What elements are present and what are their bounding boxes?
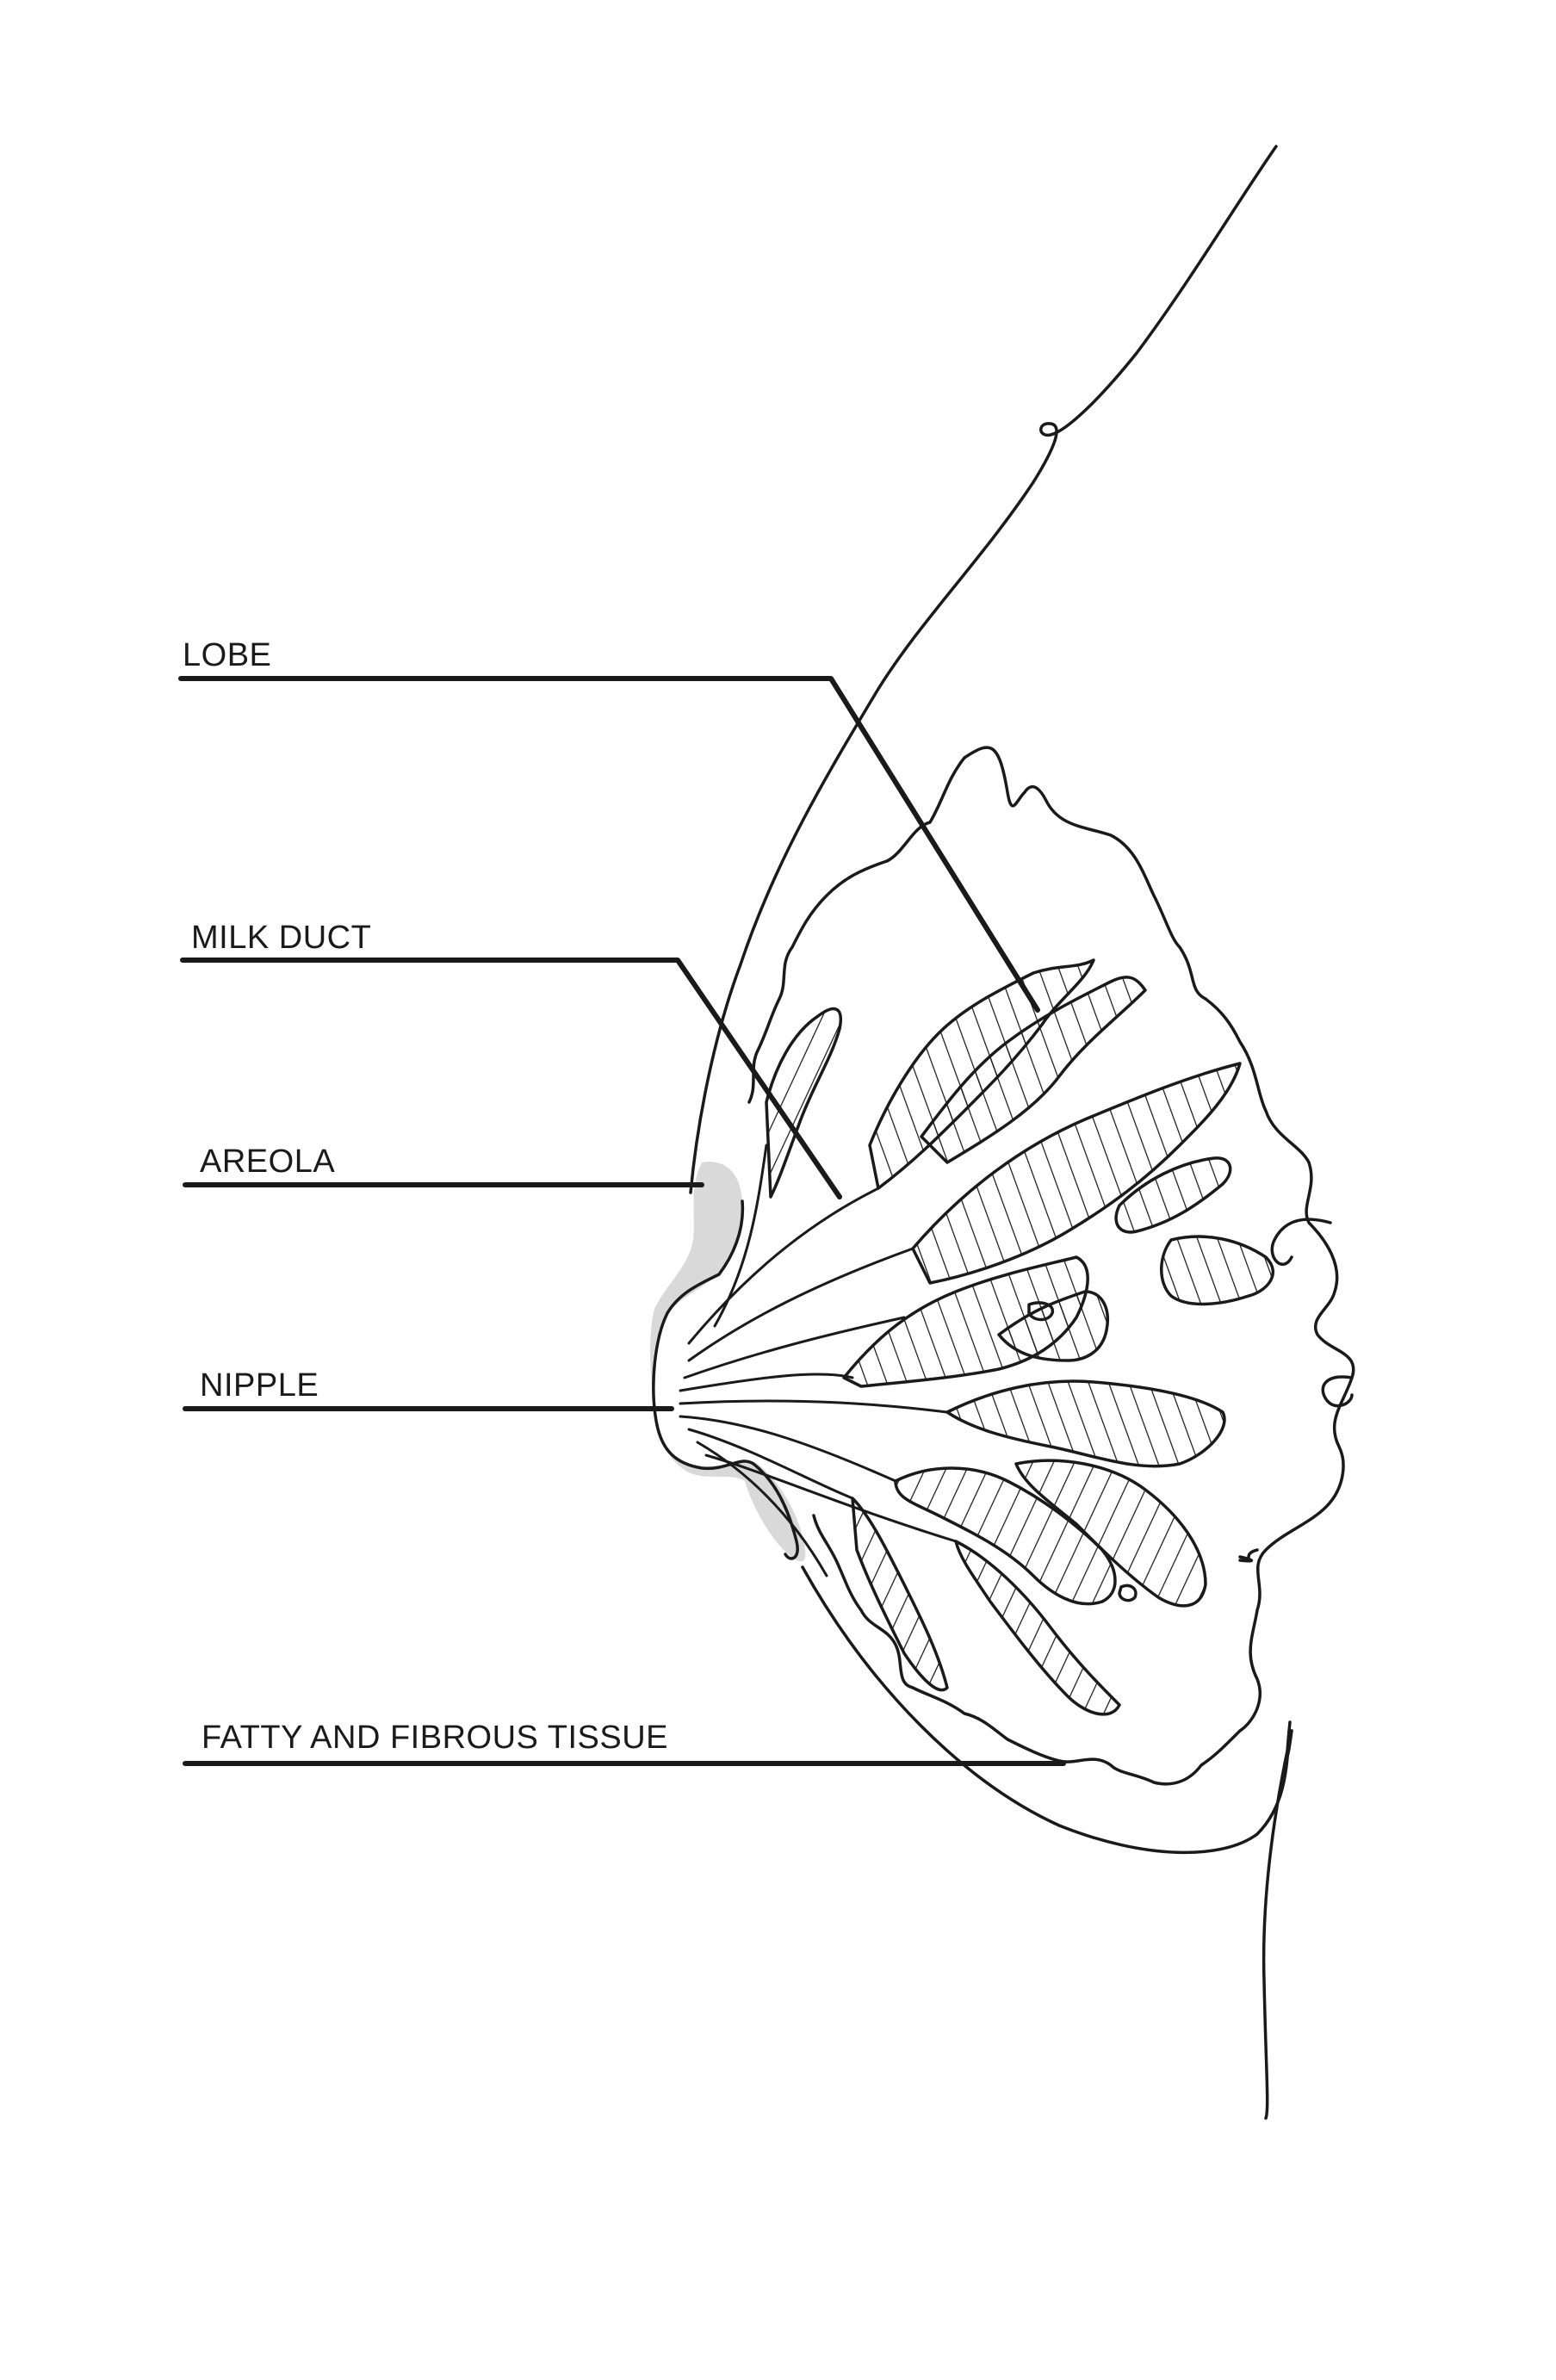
torso-side-line xyxy=(1286,1720,1293,1757)
areola xyxy=(650,1162,806,1562)
duct-8 xyxy=(696,1441,828,1577)
fatty-tissue-inner-lower-notch xyxy=(1238,1548,1259,1563)
duct-5 xyxy=(679,1399,949,1414)
lobe-10 xyxy=(894,1466,1117,1606)
fatty-tissue-inner-right-notch-2 xyxy=(1321,1375,1354,1408)
lobule-circle-1 xyxy=(1027,1301,1055,1322)
lobe-4 xyxy=(911,1062,1242,1285)
duct-2 xyxy=(687,1247,914,1362)
lobe-13 xyxy=(954,1540,1121,1716)
duct-10 xyxy=(713,1144,768,1328)
milk-duct-label: MILK DUCT xyxy=(191,920,371,956)
lobe-2 xyxy=(920,976,1147,1164)
lobe-9 xyxy=(945,1379,1226,1468)
lobe-3 xyxy=(765,1007,842,1199)
duct-9 xyxy=(704,1453,958,1543)
areola-label: AREOLA xyxy=(200,1144,335,1180)
lobe-8 xyxy=(997,1290,1109,1362)
body-contour xyxy=(689,145,1293,2120)
nipple-label: NIPPLE xyxy=(200,1367,319,1404)
fatty-tissue-inner-right-notch xyxy=(1270,1218,1332,1266)
fatty-fibrous-tissue-label: FATTY AND FIBROUS TISSUE xyxy=(201,1720,668,1756)
duct-7 xyxy=(687,1428,854,1500)
duct-4 xyxy=(679,1373,854,1392)
labels: LOBE MILK DUCT AREOLA NIPPLE FATTY AND F… xyxy=(183,637,668,1756)
chest-outline-upper xyxy=(689,145,1278,1194)
lobe-6 xyxy=(1160,1235,1274,1306)
lobe-label: LOBE xyxy=(183,637,271,673)
areola-shading xyxy=(650,1162,806,1562)
fatty-fibrous-tissue-outline xyxy=(812,746,1355,1786)
fatty-tissue-inner-upper xyxy=(747,859,889,1104)
torso-lower-outline xyxy=(1262,1729,1293,2120)
milk-ducts xyxy=(679,1144,958,1577)
lobe-5 xyxy=(1114,1156,1232,1234)
lobe-12 xyxy=(851,1497,949,1692)
lobe-leader-line xyxy=(178,676,1040,1013)
lobule-circle-2 xyxy=(1118,1584,1138,1602)
leader-lines xyxy=(178,676,1066,1766)
duct-3 xyxy=(683,1316,906,1379)
lobes xyxy=(765,958,1274,1716)
duct-1 xyxy=(687,1187,880,1345)
lobe-11 xyxy=(1014,1459,1207,1608)
breast-lower-outline xyxy=(801,1565,1291,1855)
milk-duct-leader-line xyxy=(180,958,842,1199)
duct-6 xyxy=(679,1415,897,1483)
nipple-outline xyxy=(652,1199,799,1560)
